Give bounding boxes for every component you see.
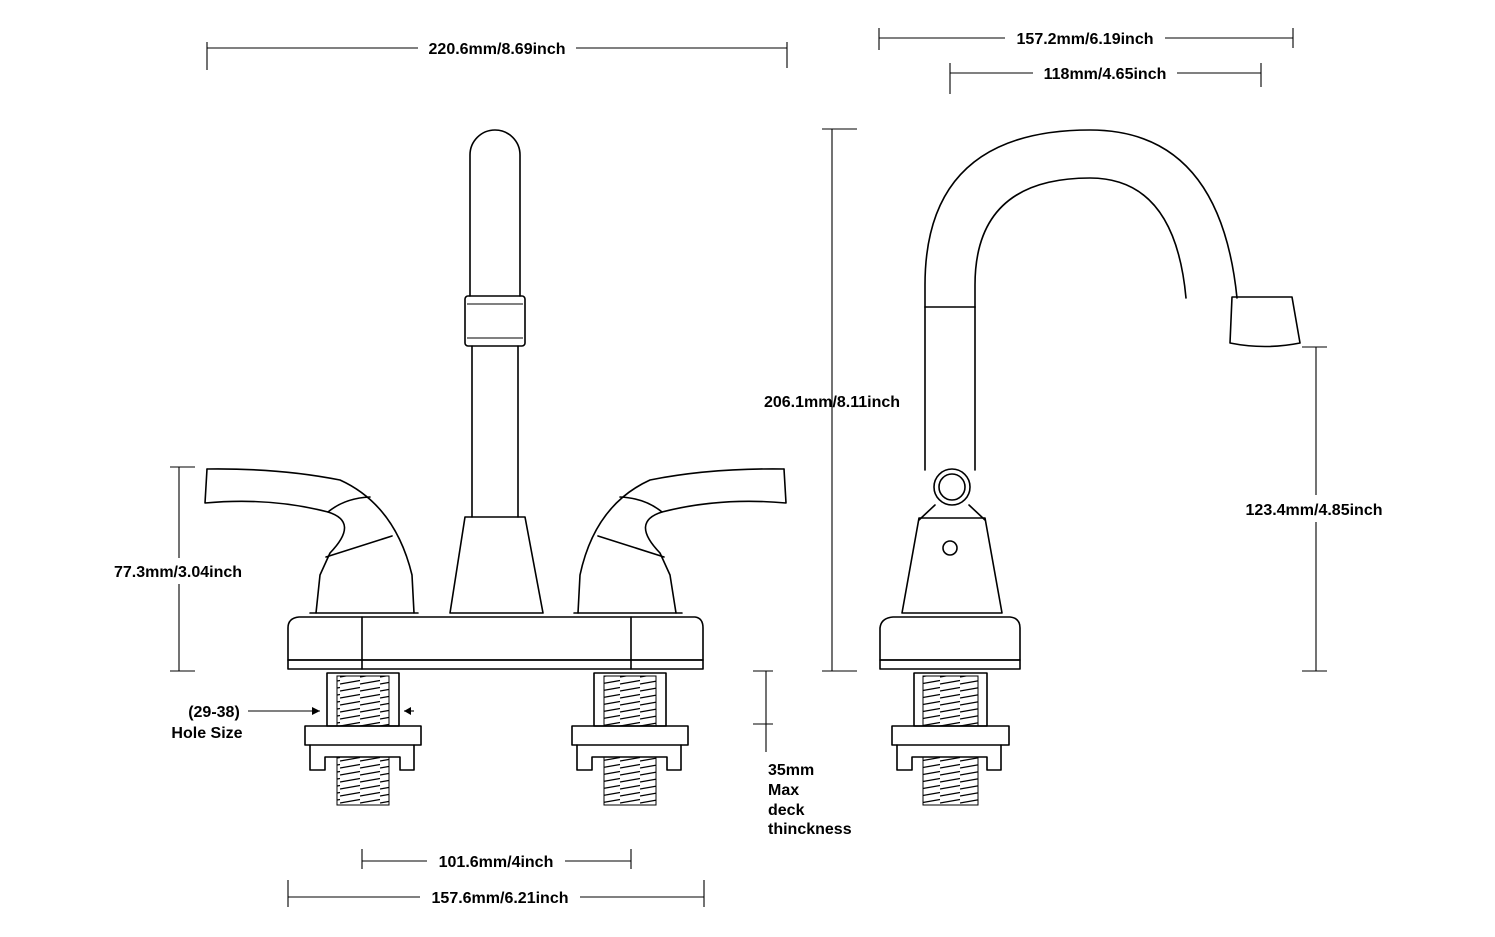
dim-spout-height-label: 123.4mm/4.85inch: [1246, 502, 1383, 519]
hole-size-note-line2: Hole Size: [171, 725, 242, 742]
side-shank: [891, 672, 1010, 806]
dim-hole-size: (29-38) Hole Size: [171, 704, 414, 742]
deck-note-line4: thinckness: [768, 821, 852, 838]
deck-note-line2: Max: [768, 782, 799, 799]
front-spout: [449, 129, 544, 614]
hole-size-note-line1: (29-38): [188, 704, 240, 721]
side-view: [879, 129, 1301, 806]
side-spout-arch: [924, 129, 1301, 471]
front-view: [204, 129, 787, 806]
dim-overall-height-label: 206.1mm/8.11inch: [764, 394, 900, 411]
side-deck-plate: [879, 616, 1021, 670]
dim-side-overall-depth: 157.2mm/6.19inch: [878, 28, 1294, 50]
dim-front-overall-width-label: 220.6mm/8.69inch: [429, 41, 566, 58]
dim-side-overall-depth-label: 157.2mm/6.19inch: [1017, 31, 1154, 48]
deck-note-line3: deck: [768, 802, 805, 819]
deck-note-line1: 35mm: [768, 762, 814, 779]
dim-handle-height-label: 77.3mm/3.04inch: [114, 564, 242, 581]
front-right-shank: [571, 672, 689, 806]
front-right-handle: [573, 468, 787, 614]
front-deck-plate: [287, 616, 704, 670]
dim-spout-height: 123.4mm/4.85inch: [1246, 346, 1383, 672]
side-body: [901, 468, 1003, 614]
dim-handle-height: 77.3mm/3.04inch: [114, 466, 242, 672]
dim-base-width: 157.6mm/6.21inch: [287, 880, 705, 907]
dim-deck-thickness: 35mm Max deck thinckness: [753, 670, 852, 838]
dim-center-spacing: 101.6mm/4inch: [361, 849, 632, 871]
dim-side-spout-reach-label: 118mm/4.65inch: [1044, 66, 1167, 83]
dim-center-spacing-label: 101.6mm/4inch: [439, 854, 554, 871]
dim-overall-height: 206.1mm/8.11inch: [764, 128, 900, 672]
front-left-shank: [304, 672, 422, 806]
dim-side-spout-reach: 118mm/4.65inch: [949, 63, 1262, 94]
dim-base-width-label: 157.6mm/6.21inch: [432, 890, 569, 907]
front-left-handle: [204, 468, 419, 614]
dim-front-overall-width: 220.6mm/8.69inch: [206, 41, 788, 70]
